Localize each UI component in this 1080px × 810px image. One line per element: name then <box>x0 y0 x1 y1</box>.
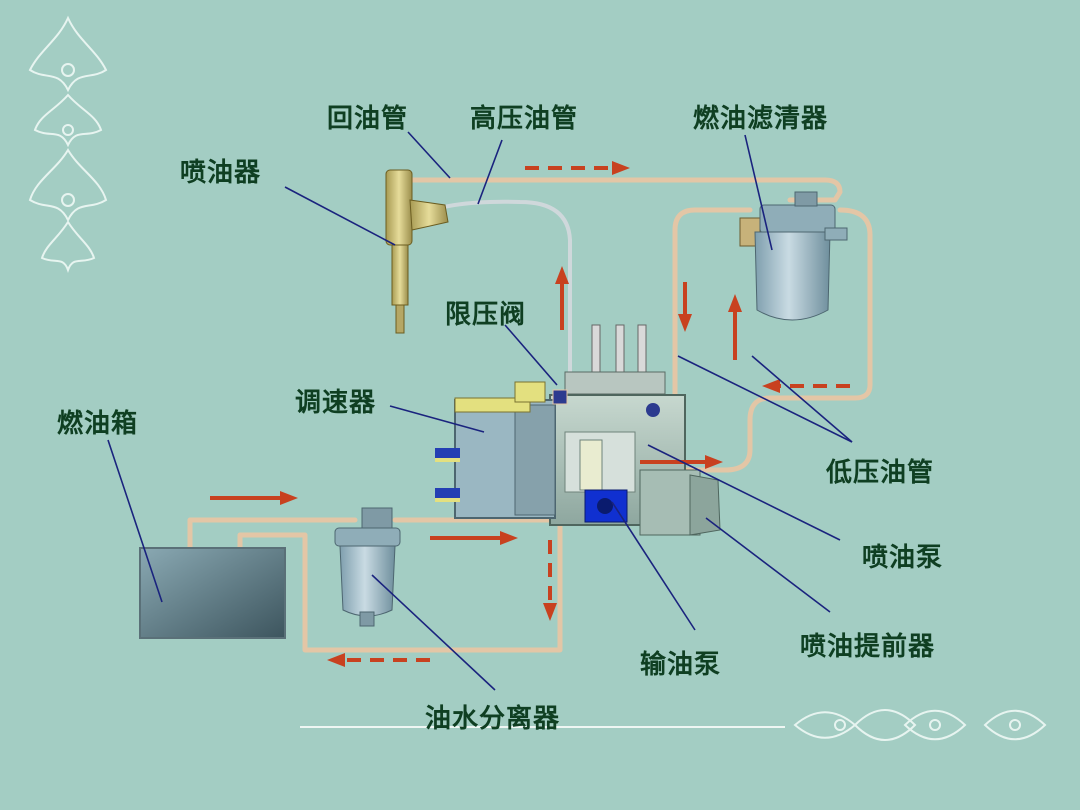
leader-lines <box>107 131 853 691</box>
red-arrow-right-separator <box>430 531 518 545</box>
tank-supply-pipe <box>187 517 358 551</box>
label-injector: 喷油器 <box>180 158 262 188</box>
label-fuel-tank: 燃油箱 <box>57 409 139 439</box>
red-dashed-arrow-left-low <box>762 379 850 393</box>
label-return-pipe: 回油管 <box>327 104 409 134</box>
leader-fuel-filter <box>744 134 773 251</box>
tank-return-pipe <box>237 522 563 653</box>
low-pressure-pipe-outer <box>672 207 753 398</box>
red-arrow-right-tank <box>210 491 298 505</box>
leader-pressure-valve <box>504 324 558 386</box>
low-pressure-pipe-right <box>657 207 873 473</box>
leader-separator <box>371 574 496 691</box>
return-pipe <box>407 177 843 203</box>
label-high-pressure-pipe: 高压油管 <box>470 104 579 134</box>
injector-body <box>385 169 449 334</box>
leader-return-pipe <box>407 131 451 179</box>
label-transfer-pump: 输油泵 <box>640 650 722 680</box>
flow-arrows <box>210 161 850 667</box>
label-low-pressure-pipe: 低压油管 <box>826 458 935 488</box>
lace-ornament-left <box>28 15 108 273</box>
leader-governor <box>389 405 485 433</box>
leader-fuel-tank <box>107 439 163 603</box>
water-separator-body <box>334 507 401 627</box>
fuel-filter-body <box>739 191 848 321</box>
label-fuel-filter: 燃油滤清器 <box>693 104 829 134</box>
red-arrow-right-pump <box>640 455 723 469</box>
leader-advancer <box>705 517 831 613</box>
red-arrow-up-hp <box>555 266 569 330</box>
label-injection-pump: 喷油泵 <box>862 543 944 573</box>
leader-low-pipe-b <box>751 355 853 443</box>
leader-transfer-pump <box>611 501 696 631</box>
label-injection-advancer: 喷油提前器 <box>800 632 936 662</box>
red-arrow-up-filter <box>728 294 742 360</box>
leader-low-pipe-a <box>677 355 853 443</box>
label-water-separator: 油水分离器 <box>425 704 561 734</box>
leader-hp-pipe <box>477 139 503 205</box>
red-dashed-arrow-down <box>543 540 557 621</box>
label-governor: 调速器 <box>295 388 377 418</box>
red-dashed-arrow-top <box>525 161 630 175</box>
label-pressure-limit-valve: 限压阀 <box>445 300 527 330</box>
fuel-tank <box>139 547 286 639</box>
lace-ornament-bottom <box>793 709 1047 741</box>
leader-injection-pump <box>647 444 841 541</box>
red-dashed-arrow-left-bottom <box>327 653 430 667</box>
high-pressure-pipe <box>418 199 572 382</box>
leader-injector <box>284 186 396 246</box>
injection-pump-body <box>435 324 721 536</box>
red-arrow-down-filter <box>678 282 692 332</box>
